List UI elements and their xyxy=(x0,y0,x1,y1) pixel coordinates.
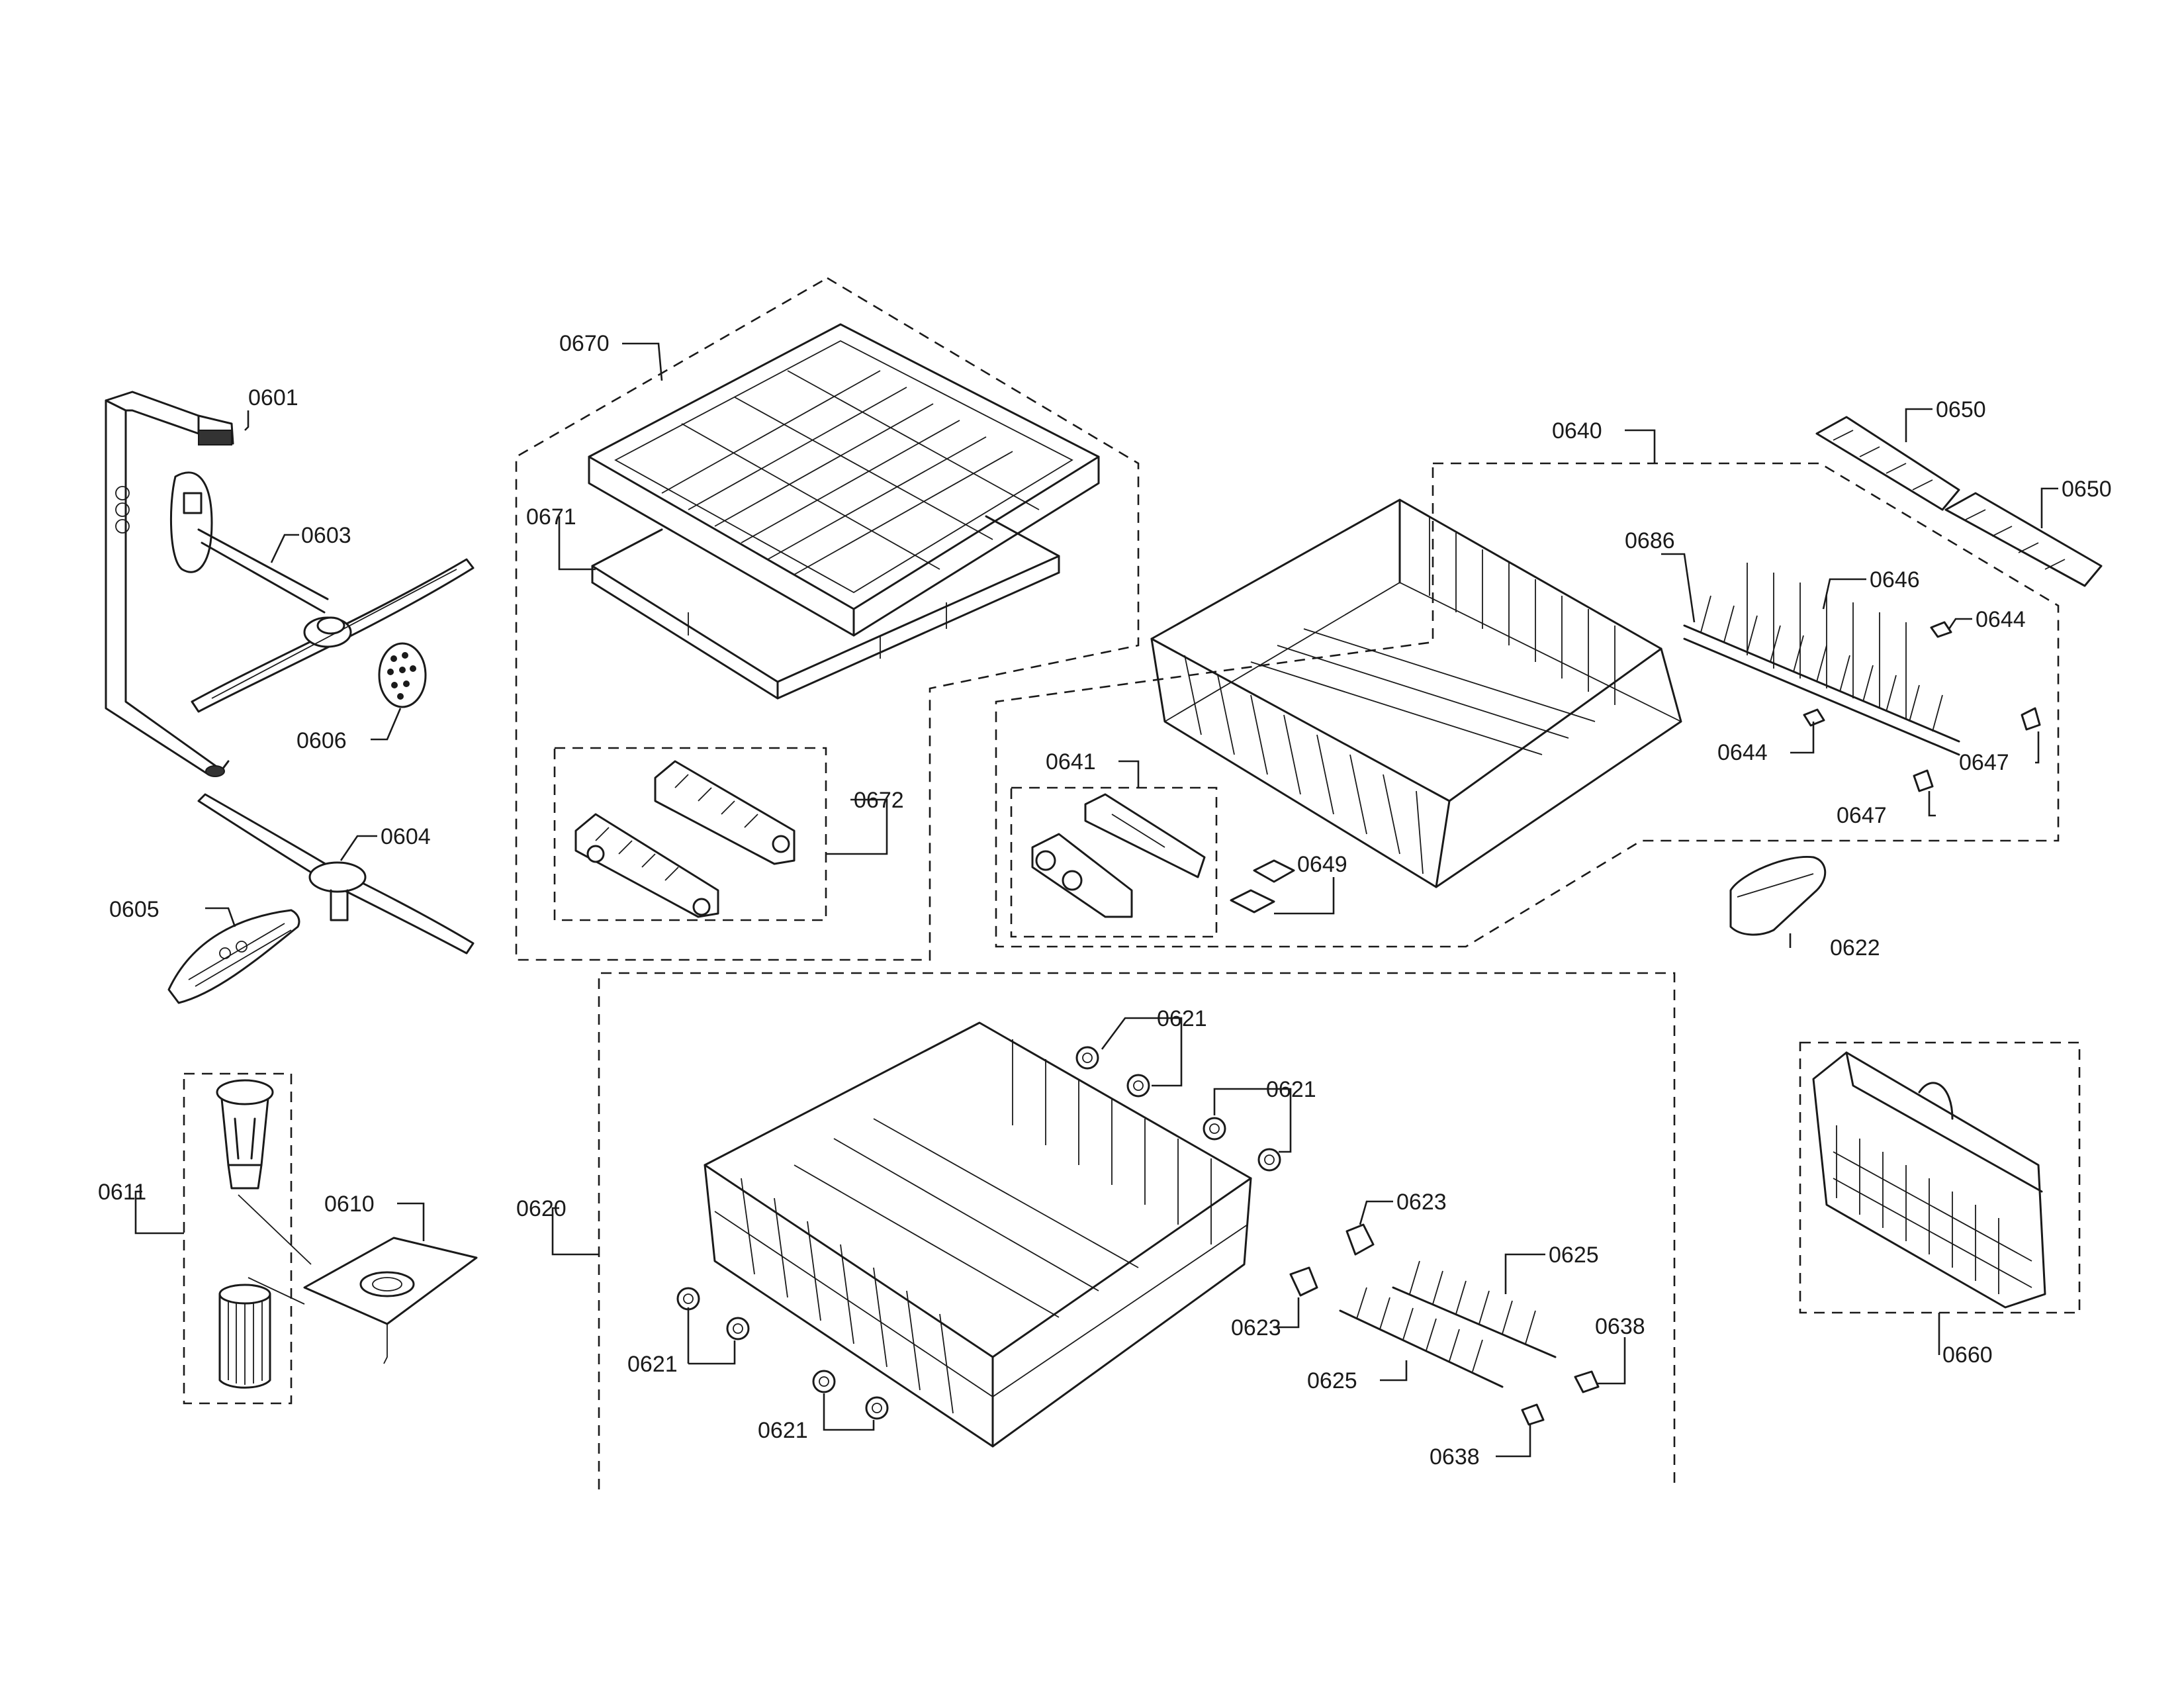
label-0610: 0610 xyxy=(324,1192,375,1217)
label-0625-bottom: 0625 xyxy=(1307,1368,1357,1393)
leader-lines xyxy=(134,342,2058,1458)
lower-folding-tines xyxy=(1339,1260,1557,1388)
cup-shelf-wedges xyxy=(1815,416,2103,587)
filter-group-outline xyxy=(183,1072,293,1405)
rack-handle xyxy=(1729,855,1827,936)
upper-spray-arm xyxy=(169,471,475,713)
label-0644-bottom: 0644 xyxy=(1717,740,1768,765)
label-0625-top: 0625 xyxy=(1549,1243,1599,1268)
label-0647-right: 0647 xyxy=(1959,750,2009,775)
tray-wire-frame xyxy=(591,515,1060,700)
tine-holders xyxy=(1521,1370,1600,1426)
label-0604: 0604 xyxy=(381,824,431,849)
label-0647-bottom: 0647 xyxy=(1837,803,1887,828)
label-0672: 0672 xyxy=(854,788,904,813)
filter-cylinders xyxy=(216,1079,274,1389)
label-0620: 0620 xyxy=(516,1196,567,1221)
lower-spray-arm xyxy=(197,793,475,955)
spray-arm-supply-pipe xyxy=(105,391,234,777)
label-0611: 0611 xyxy=(98,1180,146,1205)
label-0622: 0622 xyxy=(1830,935,1880,961)
label-0638-right: 0638 xyxy=(1595,1314,1645,1339)
tray-clips xyxy=(574,760,796,918)
label-0660: 0660 xyxy=(1942,1342,1993,1368)
label-0671: 0671 xyxy=(526,504,576,530)
lower-dish-rack xyxy=(704,1021,1252,1448)
label-0621-lower-right: 0621 xyxy=(758,1418,808,1443)
label-0623-bottom: 0623 xyxy=(1231,1315,1281,1340)
label-0686: 0686 xyxy=(1625,528,1675,553)
folding-tine-row xyxy=(1683,563,1960,756)
tray-clip-group-outline xyxy=(553,747,827,921)
rack-clip xyxy=(1230,859,1295,914)
cutlery-basket xyxy=(1812,1051,2046,1309)
upper-rack-group-outline xyxy=(995,462,2060,948)
label-0649: 0649 xyxy=(1297,852,1347,877)
rack-adjuster-group-outline xyxy=(1010,786,1218,938)
label-0640: 0640 xyxy=(1552,418,1602,444)
label-0670: 0670 xyxy=(559,331,610,356)
label-0638-bottom: 0638 xyxy=(1430,1444,1480,1470)
upper-tray-group-outline xyxy=(515,277,1140,961)
part-number-labels: 0601 0603 0606 0604 0605 0611 0610 0670 … xyxy=(98,331,2112,1470)
label-0623-top: 0623 xyxy=(1396,1190,1447,1215)
rack-height-adjuster xyxy=(1031,793,1206,918)
label-0621-upper-left: 0621 xyxy=(1157,1006,1207,1031)
tine-clips xyxy=(1289,1223,1375,1297)
label-0601: 0601 xyxy=(248,385,298,410)
label-0650-top: 0650 xyxy=(1936,397,1986,422)
spray-shield xyxy=(167,909,300,1004)
rack-pins xyxy=(1803,621,2041,792)
upper-dish-rack xyxy=(1150,498,1682,888)
rack-wheels xyxy=(676,1046,1281,1420)
label-0603: 0603 xyxy=(301,523,351,548)
label-0646: 0646 xyxy=(1870,567,1920,592)
label-0621-upper-right: 0621 xyxy=(1266,1077,1316,1102)
label-0606: 0606 xyxy=(296,728,347,753)
label-0650-bottom: 0650 xyxy=(2062,477,2112,502)
label-0605: 0605 xyxy=(109,897,159,922)
small-filter-disc xyxy=(378,642,427,708)
label-0621-lower-left: 0621 xyxy=(627,1352,678,1377)
label-0644-top: 0644 xyxy=(1976,607,2026,632)
upper-cutlery-tray xyxy=(588,323,1100,637)
flat-filter-plate xyxy=(238,1194,478,1364)
lower-rack-group-outline xyxy=(598,972,1676,1489)
label-0641: 0641 xyxy=(1046,749,1096,774)
